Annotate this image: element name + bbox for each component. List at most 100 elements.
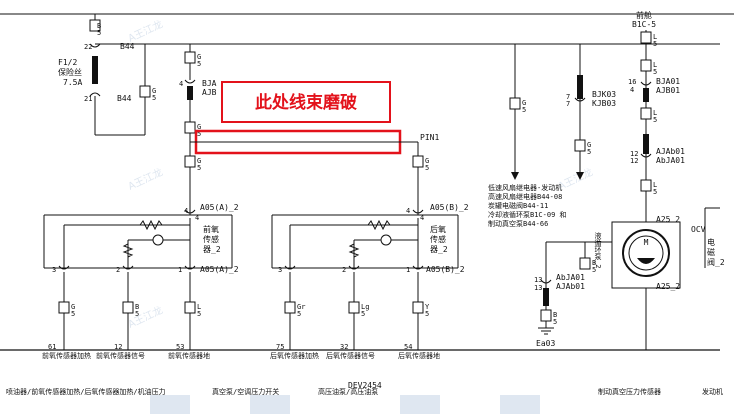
bottom-label: 前氧传感器信号	[96, 351, 145, 360]
watermark: A王江龙	[126, 17, 165, 44]
pin-number: 2	[116, 266, 120, 274]
wire-tag-l: L	[197, 303, 201, 311]
connector-body	[543, 288, 549, 306]
wire-tag-y: Y	[425, 303, 430, 311]
wire-tag-5: 5	[425, 310, 429, 318]
connector-body	[643, 88, 649, 102]
wire-tag-l: L	[653, 33, 657, 41]
arrow-down-icon	[576, 172, 584, 180]
pin-symbol	[412, 209, 424, 214]
wire-tag-lg: Lg	[361, 303, 369, 311]
a25-bottom-label: A25_2	[656, 282, 680, 291]
wire-tag-5: 5	[592, 266, 596, 274]
pin-number: 7	[566, 93, 570, 101]
middle-text: 冷却液循环泵B1C-09 和	[488, 210, 567, 219]
connector-body	[643, 134, 649, 154]
pin-symbol	[89, 92, 101, 97]
ajab01-label: AJAb01	[656, 147, 685, 156]
pin-number: 3	[52, 266, 56, 274]
arrow-down-icon	[511, 172, 519, 180]
b1c5-label: B1C-5	[632, 20, 656, 29]
wire-tag-5: 5	[653, 188, 657, 196]
pin-symbol	[540, 279, 552, 284]
ocv-label: 电	[707, 237, 715, 247]
wire-tag-5: 5	[522, 106, 526, 114]
motor-rotor	[637, 258, 655, 264]
ocv-label: OCV	[691, 225, 706, 234]
pin-number: 54	[404, 343, 412, 351]
footer-text: 发动机	[702, 387, 723, 396]
connector-box	[184, 301, 196, 314]
bja01-label: BJA01	[656, 77, 680, 86]
connector-box	[509, 97, 521, 110]
pin-symbol	[574, 97, 586, 102]
connector-box	[412, 301, 424, 314]
middle-text: 炭罐电磁阀B44-11	[488, 201, 548, 210]
callout-box	[221, 81, 391, 123]
footer-text: 喷油器/前氧传感器加热/后氧传感器加热/机油压力	[6, 387, 166, 396]
wire-tag-g: G	[522, 99, 526, 107]
wire-tag-5: 5	[553, 318, 557, 326]
sensor-b-name: 传感	[430, 234, 446, 244]
ocv-label: 磁	[707, 247, 715, 257]
connector-box	[640, 179, 652, 192]
pin-number: 4	[630, 86, 634, 94]
bg-artifact	[150, 395, 190, 414]
connector-body	[577, 75, 583, 99]
wire-tag-5: 5	[361, 310, 365, 318]
pin-number: 13	[534, 276, 542, 284]
middle-text: 高速风扇继电器B44-08	[488, 192, 562, 201]
wire-tag-l: L	[653, 109, 657, 117]
watermark: A王江龙	[126, 165, 165, 192]
fuse-name: 保险丝	[58, 67, 82, 77]
bg-artifact	[250, 395, 290, 414]
pin-symbol	[58, 265, 70, 270]
pin-number: 22	[84, 43, 92, 51]
bottom-label: 后氧传感器信号	[326, 351, 375, 360]
motor-label: M	[644, 238, 649, 247]
sensor-b-name: 器_2	[430, 245, 448, 254]
wire-tag-l: L	[653, 181, 657, 189]
wire-tag-5: 5	[197, 310, 201, 318]
wire-tag-g: G	[587, 141, 591, 149]
pin-symbol	[184, 265, 196, 270]
connector-box	[139, 85, 151, 98]
connector-box	[284, 301, 296, 314]
signal-resistor	[348, 243, 360, 258]
sensor-a-footer: A05(A)_2	[200, 265, 239, 274]
wire-tag-5: 5	[653, 40, 657, 48]
wire-tag-5: 5	[297, 310, 301, 318]
heater-resistor	[139, 219, 163, 231]
footer-text: 制动真空压力传感器	[598, 387, 661, 396]
pin-symbol	[122, 265, 134, 270]
bg-artifact	[500, 395, 540, 414]
bjk03-label: BJK03	[592, 90, 616, 99]
connector-box	[122, 301, 134, 314]
wire-tag-5: 5	[152, 94, 156, 102]
pin-symbol	[640, 153, 652, 158]
pin-symbol	[284, 265, 296, 270]
wire-tag-gr: Gr	[297, 303, 305, 311]
wire-tag-g: G	[197, 157, 201, 165]
pin-symbol	[640, 81, 652, 86]
wire-tag-g: G	[71, 303, 75, 311]
signal-resistor	[122, 243, 134, 258]
pin-number: 4	[195, 214, 199, 222]
wire-tag-5: 5	[587, 148, 591, 156]
middle-text: 制动真空泵B44-66	[488, 219, 548, 228]
pin-number: 53	[176, 343, 184, 351]
pin-number: 4	[406, 207, 410, 215]
ajab01-b-label: AJAb01	[556, 282, 585, 291]
wire-tag-5: 5	[653, 116, 657, 124]
pin-number: 13	[534, 284, 542, 292]
pin-number: 16	[628, 78, 636, 86]
pin-symbol	[184, 79, 196, 84]
wire-tag-5: 5	[197, 164, 201, 172]
sensor-b-header: A05(B)_2	[430, 203, 469, 212]
bottom-label: 前氧传感器地	[168, 351, 210, 360]
pin-symbol	[348, 265, 360, 270]
bja-label: BJA	[202, 79, 217, 88]
wire-tag-l: L	[653, 61, 657, 69]
sensor-a-name: 传感	[203, 234, 219, 244]
